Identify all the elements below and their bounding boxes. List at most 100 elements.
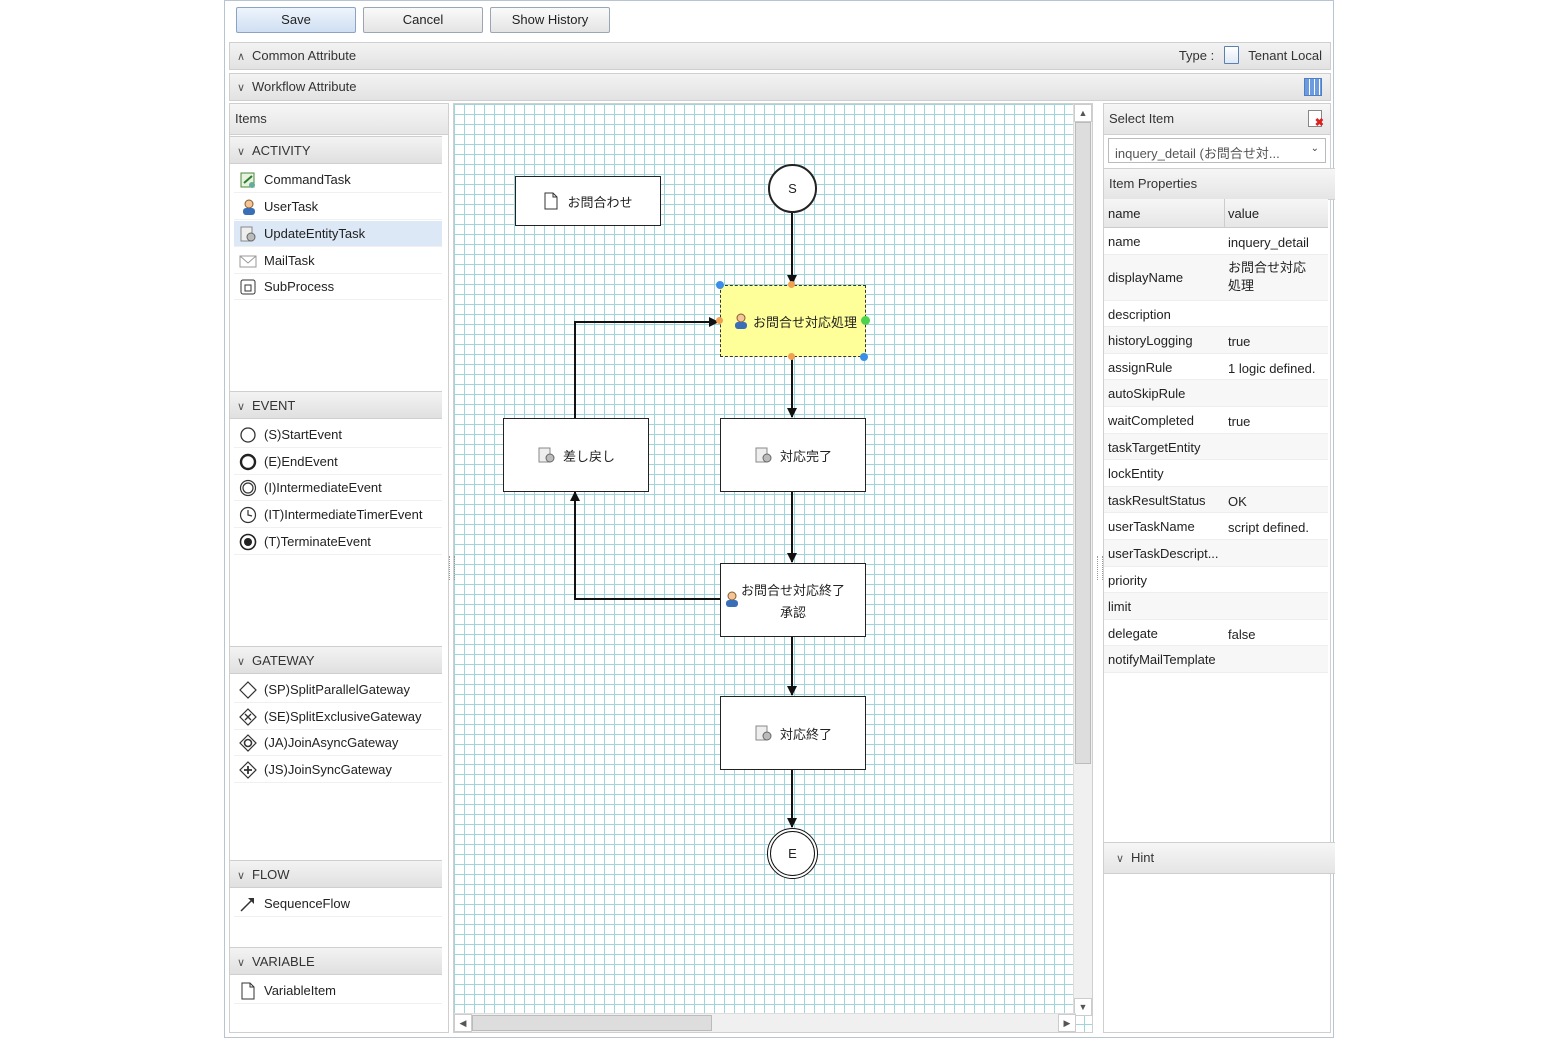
- chevron-down-icon: ∨: [1115, 853, 1125, 865]
- horizontal-scrollbar[interactable]: ◀ ▶: [454, 1013, 1076, 1032]
- type-value: Tenant Local: [1248, 48, 1322, 63]
- workflow-attribute-bar[interactable]: ∨ Workflow Attribute: [229, 73, 1331, 101]
- start-event-node[interactable]: S: [768, 164, 817, 213]
- selection-handle[interactable]: [860, 353, 868, 361]
- item-command-task[interactable]: CommandTask: [234, 167, 442, 193]
- property-row[interactable]: limit: [1104, 593, 1328, 620]
- type-label: Type :: [1178, 48, 1215, 63]
- item-sub-process[interactable]: SubProcess: [234, 274, 442, 300]
- property-key: name: [1108, 234, 1141, 249]
- item-user-task[interactable]: UserTask: [234, 194, 442, 220]
- end-label: E: [788, 846, 797, 861]
- column-header-value[interactable]: value: [1228, 206, 1260, 221]
- delete-icon[interactable]: ✖: [1308, 110, 1324, 129]
- update-entity-task-node[interactable]: 差し戻し: [503, 418, 649, 492]
- item-intermediate-timer-event[interactable]: (IT)IntermediateTimerEvent: [234, 502, 442, 528]
- splitter-right[interactable]: [1097, 556, 1103, 580]
- user-task-node[interactable]: お問合せ対応終了 承認: [720, 563, 866, 637]
- diamond-plus-icon: [238, 760, 258, 779]
- property-row[interactable]: userTaskDescript...: [1104, 540, 1328, 567]
- user-task-icon: [726, 591, 738, 607]
- item-mail-task[interactable]: MailTask: [234, 248, 442, 274]
- property-row[interactable]: lockEntity: [1104, 460, 1328, 487]
- section-gateway[interactable]: ∨GATEWAY: [230, 646, 442, 674]
- item-label: (T)TerminateEvent: [264, 534, 371, 549]
- task-label: 対応終了: [779, 726, 832, 742]
- connection-handle[interactable]: [861, 316, 870, 325]
- section-activity[interactable]: ∨ACTIVITY: [230, 136, 442, 164]
- property-key: userTaskName: [1108, 519, 1195, 535]
- connection-point[interactable]: [716, 317, 723, 324]
- property-row[interactable]: taskTargetEntity: [1104, 433, 1328, 461]
- task-label-line1: お問合せ対応終了: [740, 582, 845, 598]
- item-label: VariableItem: [264, 983, 337, 998]
- end-event-node[interactable]: E: [767, 828, 818, 879]
- user-task-node-selected[interactable]: お問合せ対応処理: [720, 285, 866, 357]
- hint-header[interactable]: ∨Hint: [1104, 842, 1335, 874]
- cancel-button[interactable]: Cancel: [363, 7, 483, 33]
- common-attribute-bar[interactable]: ∧Common Attribute Type : Tenant Local: [229, 42, 1331, 70]
- workflow-canvas[interactable]: お問合わせ S お問合せ対応処理 差し戻し 対応完了 お問合せ対応終了: [453, 103, 1093, 1033]
- update-entity-task-node[interactable]: 対応終了: [720, 696, 866, 770]
- property-value: false: [1228, 626, 1256, 642]
- scroll-down-icon[interactable]: ▼: [1074, 998, 1092, 1016]
- item-variable-item[interactable]: VariableItem: [234, 978, 442, 1004]
- property-row[interactable]: notifyMailTemplate: [1104, 646, 1328, 673]
- scrollbar-thumb[interactable]: [1075, 122, 1091, 764]
- property-key: priority: [1108, 572, 1148, 588]
- scrollbar-thumb[interactable]: [472, 1015, 712, 1031]
- section-label: FLOW: [252, 867, 290, 882]
- connection-point[interactable]: [788, 281, 795, 288]
- item-intermediate-event[interactable]: (I)IntermediateEvent: [234, 475, 442, 501]
- property-key: taskResultStatus: [1108, 492, 1206, 508]
- item-terminate-event[interactable]: (T)TerminateEvent: [234, 529, 442, 555]
- splitter-left[interactable]: [449, 556, 455, 580]
- item-start-event[interactable]: (S)StartEvent: [234, 422, 442, 448]
- property-value: true: [1228, 334, 1251, 350]
- item-join-sync-gateway[interactable]: (JS)JoinSyncGateway: [234, 757, 442, 783]
- item-label: (JA)JoinAsyncGateway: [264, 735, 399, 750]
- item-end-event[interactable]: (E)EndEvent: [234, 449, 442, 475]
- sequence-flow[interactable]: [574, 317, 719, 418]
- update-entity-task-node[interactable]: 対応完了: [720, 418, 866, 492]
- property-key: userTaskDescript...: [1108, 546, 1219, 561]
- property-row[interactable]: priority: [1104, 567, 1328, 594]
- scroll-left-icon[interactable]: ◀: [454, 1014, 472, 1032]
- variable-node[interactable]: お問合わせ: [515, 176, 661, 226]
- vertical-scrollbar[interactable]: ▲ ▼: [1073, 104, 1092, 1016]
- workflow-attribute-label: Workflow Attribute: [252, 79, 357, 94]
- chevron-down-icon: ∨: [236, 82, 246, 94]
- scroll-up-icon[interactable]: ▲: [1074, 104, 1092, 122]
- item-join-async-gateway[interactable]: (JA)JoinAsyncGateway: [234, 730, 442, 756]
- variable-label: お問合わせ: [567, 194, 633, 210]
- connection-point[interactable]: [788, 353, 795, 360]
- select-item-dropdown[interactable]: inquery_detail (お問合せ対... ⌄: [1108, 138, 1326, 163]
- chevron-down-icon: ∨: [236, 870, 246, 882]
- section-event[interactable]: ∨EVENT: [230, 391, 442, 419]
- item-sequence-flow[interactable]: SequenceFlow: [234, 891, 442, 917]
- property-row[interactable]: description: [1104, 301, 1328, 328]
- scroll-right-icon[interactable]: ▶: [1058, 1014, 1076, 1032]
- column-header-name[interactable]: name: [1108, 206, 1141, 221]
- section-variable[interactable]: ∨VARIABLE: [230, 947, 442, 975]
- sequence-flow[interactable]: [570, 491, 720, 600]
- grid-icon[interactable]: [1304, 78, 1322, 96]
- terminate-event-icon: [238, 533, 258, 551]
- item-split-exclusive-gateway[interactable]: (SE)SplitExclusiveGateway: [234, 704, 442, 730]
- item-split-parallel-gateway[interactable]: (SP)SplitParallelGateway: [234, 677, 442, 703]
- save-button[interactable]: Save: [236, 7, 356, 33]
- section-flow[interactable]: ∨ FLOW: [230, 860, 442, 888]
- show-history-button[interactable]: Show History: [490, 7, 610, 33]
- selection-handle[interactable]: [716, 281, 724, 289]
- start-label: S: [788, 181, 797, 196]
- item-update-entity-task[interactable]: UpdateEntityTask: [234, 221, 442, 247]
- property-row[interactable]: autoSkipRule: [1104, 380, 1328, 407]
